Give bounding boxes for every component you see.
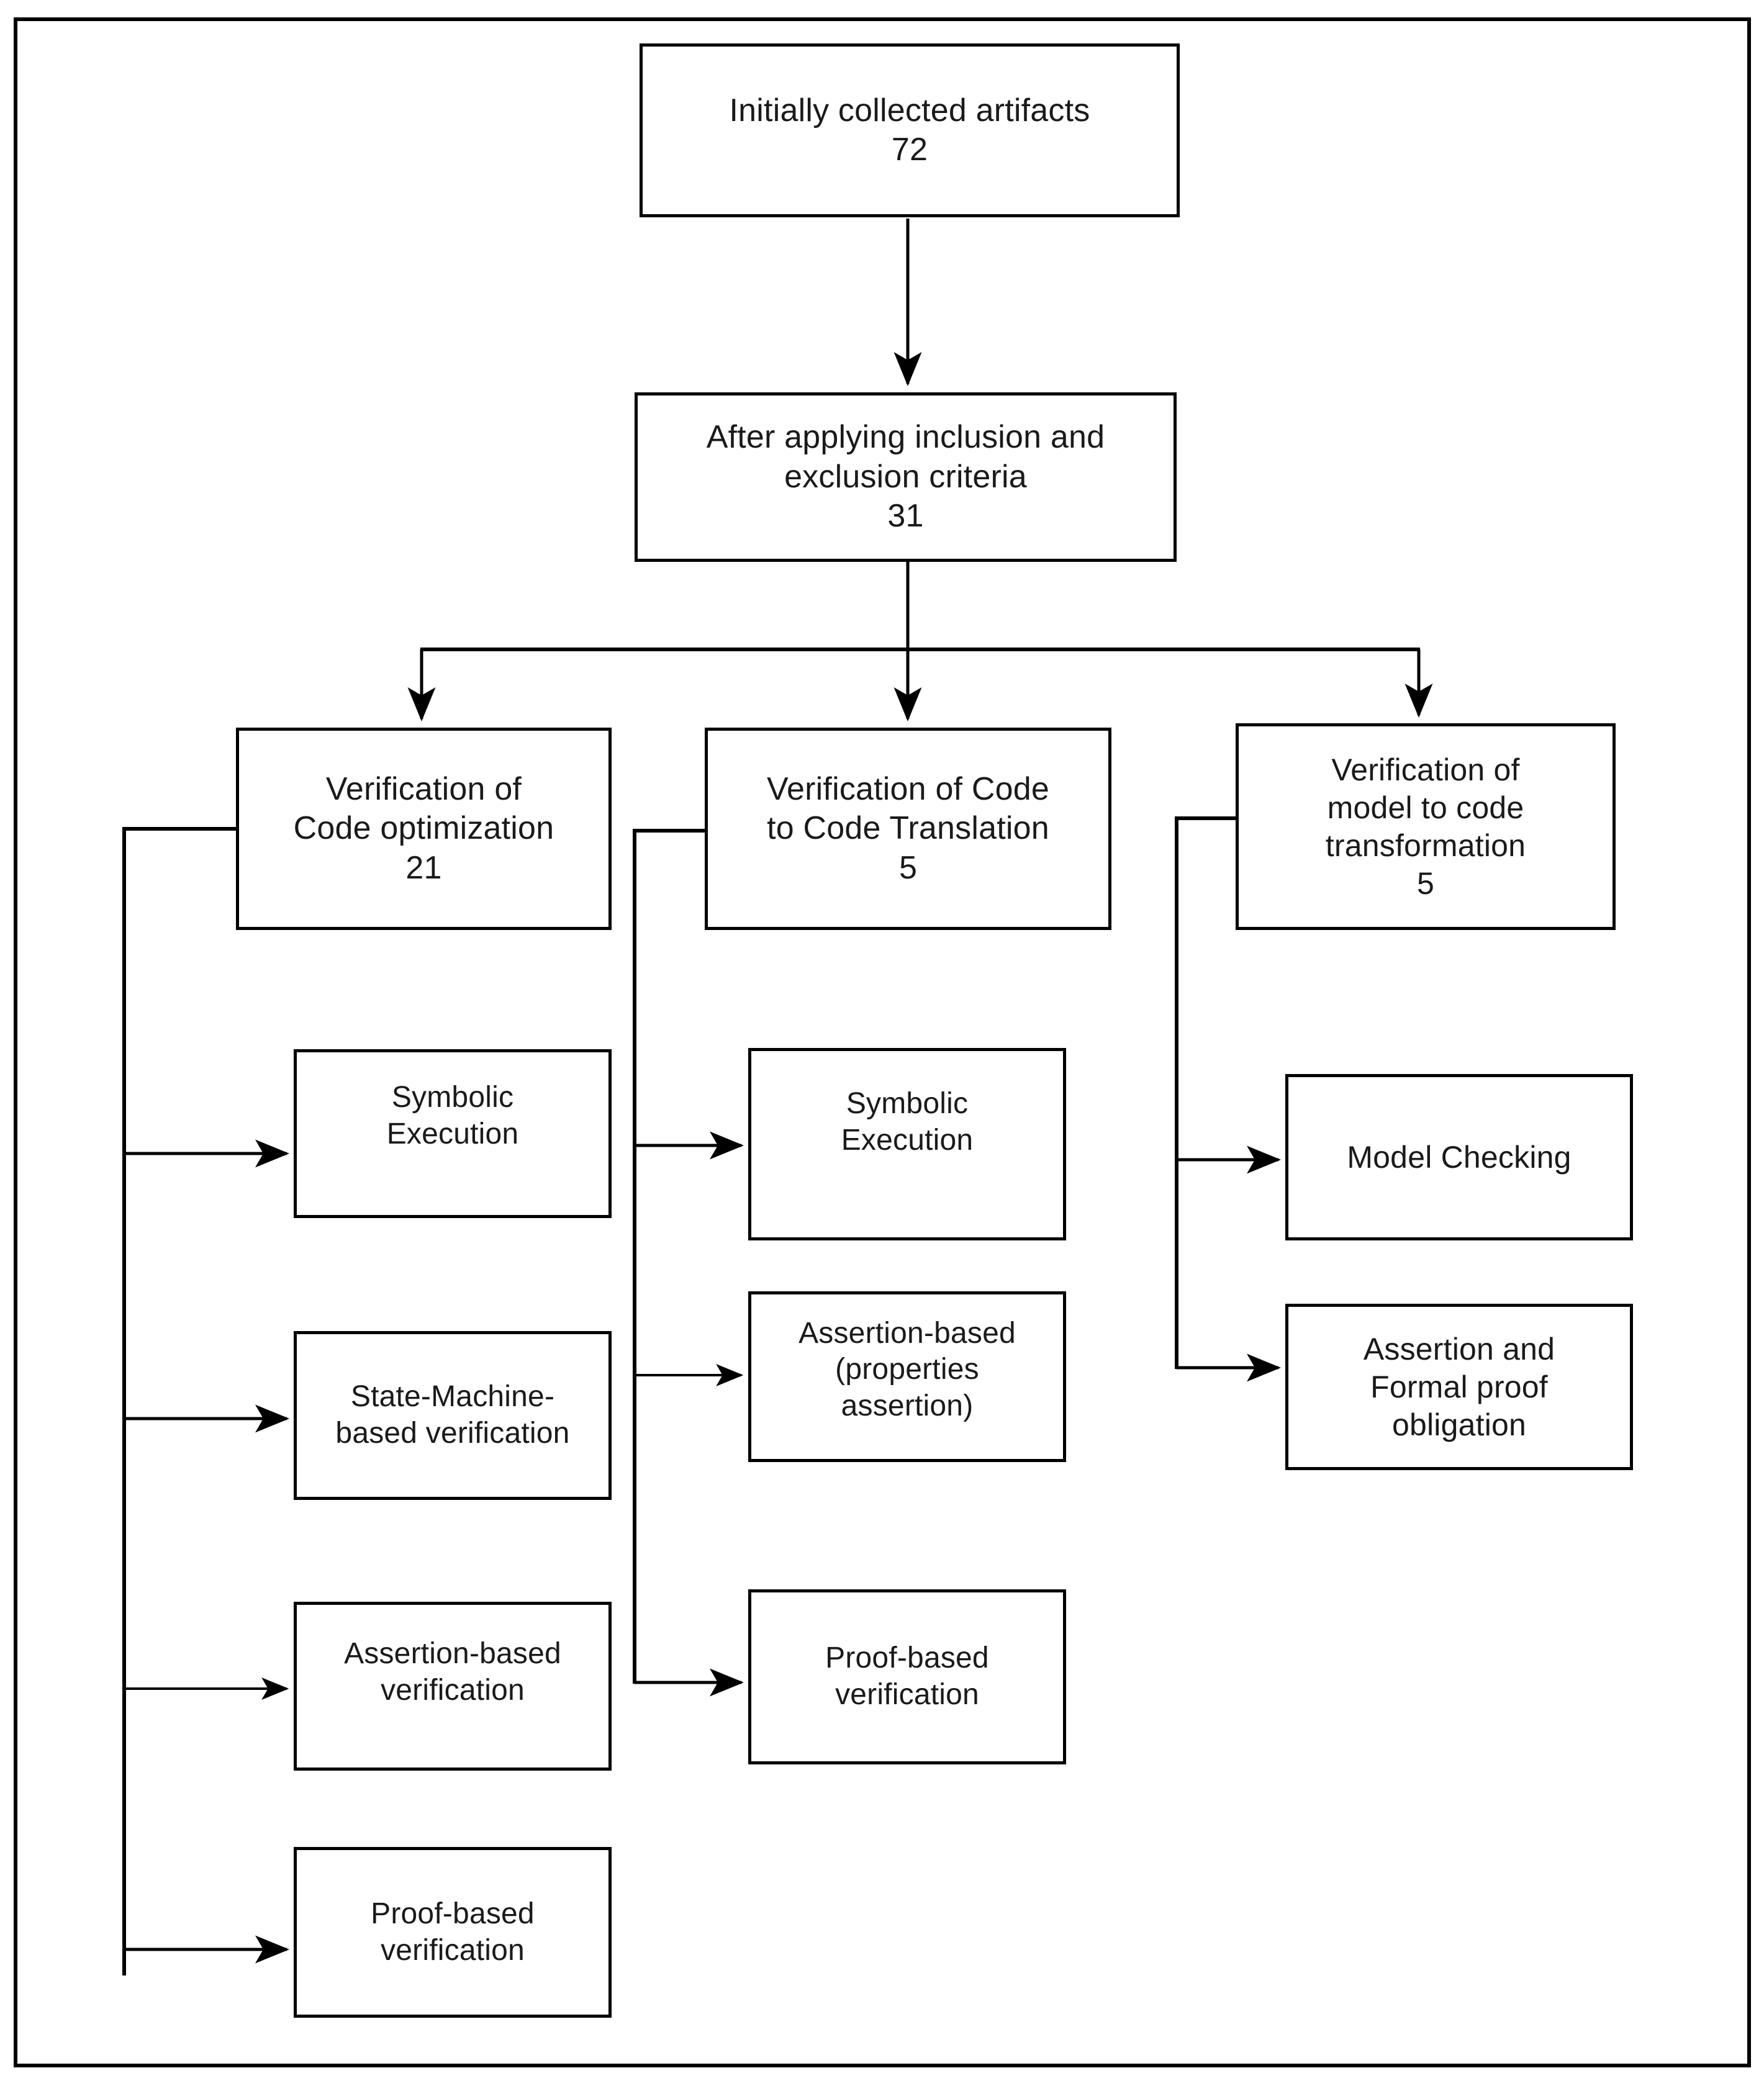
node-text-line: obligation <box>1391 1407 1527 1442</box>
node-text-line: Execution <box>841 1124 974 1157</box>
after-inclusion-exclusion-criteria-box[interactable]: After applying inclusion and exclusion c… <box>635 392 1177 562</box>
node-text-line: Model Checking <box>1347 1139 1572 1175</box>
initially-collected-artifacts-box[interactable]: Initially collected artifacts 72 <box>640 43 1180 217</box>
model-to-code-assertion-and-formal-proof-obligation-box[interactable]: Assertion and Formal proof obligation <box>1285 1304 1633 1470</box>
node-text-line: based verification <box>335 1417 570 1450</box>
node-text-line: Symbolic <box>391 1081 514 1114</box>
node-count: 31 <box>887 498 924 535</box>
code-optimization-symbolic-execution-box[interactable]: Symbolic Execution <box>294 1049 612 1218</box>
code-optimization-state-machine-based-verification-box[interactable]: State-Machine- based verification <box>294 1331 612 1500</box>
node-text-line: Verification of <box>325 770 522 807</box>
node-text-line: After applying inclusion and <box>706 419 1105 456</box>
code-optimization-assertion-based-verification-box[interactable]: Assertion-based verification <box>294 1602 612 1771</box>
code-translation-assertion-based-properties-assertion-box[interactable]: Assertion-based (properties assertion) <box>748 1291 1066 1462</box>
trunk-code-optimization <box>122 827 237 1975</box>
model-to-code-model-checking-box[interactable]: Model Checking <box>1285 1074 1633 1240</box>
node-text-line: verification <box>381 1674 525 1707</box>
node-text-line: transformation <box>1325 828 1526 863</box>
node-text-line: exclusion criteria <box>784 458 1027 495</box>
verification-of-code-optimization-box[interactable]: Verification of Code optimization 21 <box>236 728 612 930</box>
node-text-line: Verification of <box>1331 752 1520 787</box>
node-text-line: (properties <box>835 1353 979 1386</box>
node-text-line: State-Machine- <box>350 1380 555 1414</box>
node-text-line: Verification of Code <box>767 770 1049 807</box>
trunk-code-translation <box>633 829 707 1684</box>
node-text-line: Assertion and <box>1363 1331 1555 1366</box>
node-count: 5 <box>1416 865 1434 901</box>
node-text-line: model to code <box>1327 790 1524 825</box>
code-optimization-proof-based-verification-box[interactable]: Proof-based verification <box>294 1847 612 2018</box>
node-text-line: Formal proof <box>1370 1369 1548 1404</box>
node-text-line: Initially collected artifacts <box>729 92 1090 129</box>
node-text-line: Assertion-based <box>798 1316 1016 1350</box>
code-translation-symbolic-execution-box[interactable]: Symbolic Execution <box>748 1048 1066 1240</box>
code-translation-proof-based-verification-box[interactable]: Proof-based verification <box>748 1589 1066 1764</box>
node-text-line: verification <box>381 1933 525 1967</box>
node-count: 5 <box>898 849 918 886</box>
node-text-line: Code optimization <box>293 810 554 847</box>
node-text-line: Proof-based <box>825 1641 989 1675</box>
node-text-line: Proof-based <box>371 1897 535 1930</box>
trunk-model-to-code <box>1175 816 1238 1369</box>
node-text-line: Execution <box>386 1118 519 1150</box>
verification-of-model-to-code-transformation-box[interactable]: Verification of model to code transforma… <box>1236 723 1616 930</box>
node-text-line: assertion) <box>841 1389 974 1422</box>
node-text-line: Assertion-based <box>344 1637 561 1671</box>
node-text-line: to Code Translation <box>767 810 1049 847</box>
node-count: 72 <box>891 132 928 168</box>
node-text-line: verification <box>835 1678 979 1711</box>
node-count: 21 <box>405 849 442 886</box>
node-text-line: Symbolic <box>846 1087 969 1121</box>
verification-of-code-to-code-translation-box[interactable]: Verification of Code to Code Translation… <box>705 728 1111 930</box>
